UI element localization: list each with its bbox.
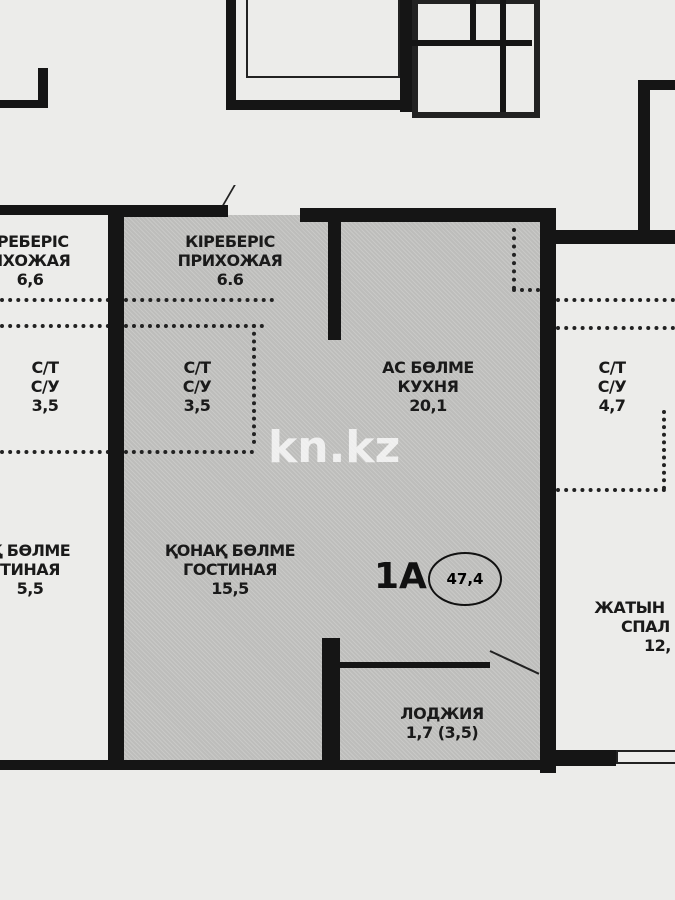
loggia-wall [340, 662, 490, 668]
kitchen-niche [512, 228, 516, 290]
left-neighbor-top-wall [0, 205, 120, 215]
left-hallway-label: ІРЕБЕРІСИХОЖАЯ6,6 [0, 232, 71, 289]
partition [662, 410, 666, 490]
partition [0, 450, 110, 454]
loggia-wall [322, 638, 340, 768]
partition [0, 298, 110, 302]
right-stair-wall [638, 80, 675, 90]
kitchen-wall [328, 220, 341, 340]
top-right-grid [412, 0, 540, 118]
unit-left-wall [108, 205, 124, 770]
top-right-wall [400, 0, 412, 112]
bath-partition [124, 298, 274, 302]
right-neighbor-top-wall [556, 230, 675, 244]
partition [556, 488, 666, 492]
bath-partition [124, 450, 254, 454]
unit-top-wall-right [300, 208, 555, 222]
kitchen-niche [512, 288, 540, 292]
entry-door[interactable] [222, 185, 280, 205]
top-left-wall [0, 100, 48, 108]
right-window [616, 750, 675, 764]
top-mid-wall [226, 0, 236, 110]
total-area-badge: 47,4 [428, 552, 502, 606]
top-right-grid-line [500, 0, 506, 112]
partition [556, 298, 675, 302]
left-neighbor-bottom-wall [0, 760, 120, 770]
top-left-wall [38, 68, 48, 108]
unit-number: 1A [374, 556, 427, 597]
top-right-grid-line [470, 0, 476, 46]
watermark: kn.kz [268, 422, 401, 473]
top-mid-box [246, 0, 400, 78]
right-stair-wall [638, 80, 650, 230]
bath-partition [124, 324, 264, 328]
partition [556, 326, 675, 330]
right-neighbor-bottom-wall [556, 750, 616, 766]
unit-top-wall-left [108, 205, 228, 217]
unit-right-wall [540, 208, 556, 773]
top-mid-wall [226, 100, 406, 110]
partition [0, 324, 110, 328]
bath-partition [252, 324, 256, 444]
